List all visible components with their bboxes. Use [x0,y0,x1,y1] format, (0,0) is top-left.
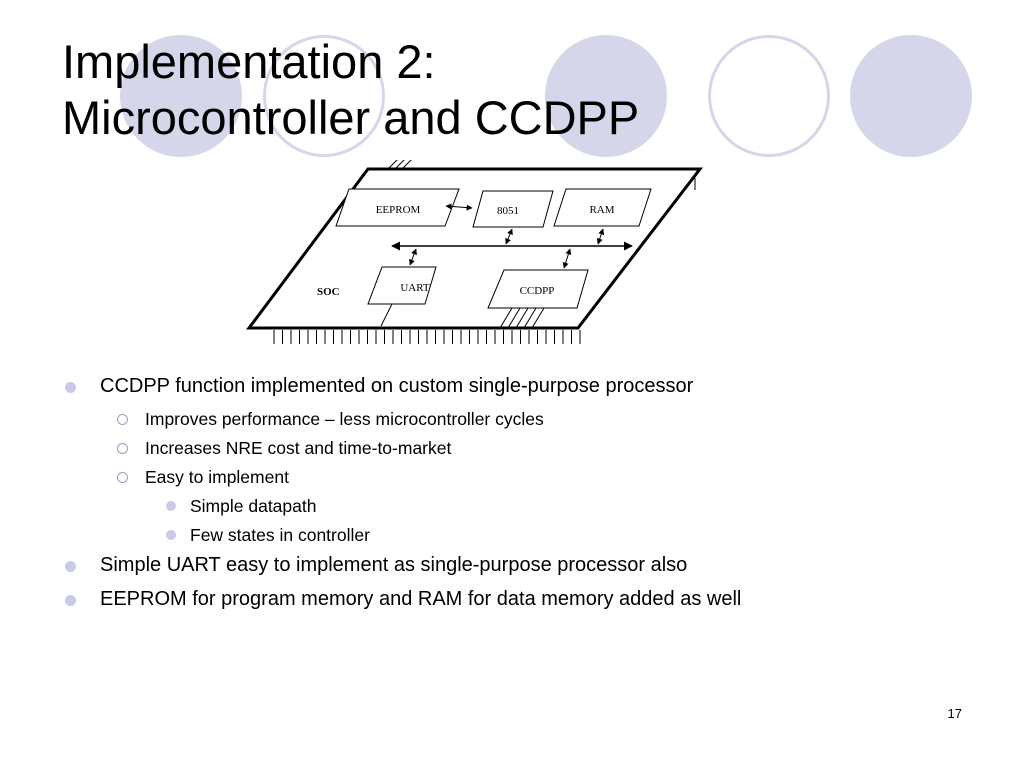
bullet-item: Simple datapath [62,495,741,517]
cpu-8051-block [472,190,554,228]
bullet-marker [65,561,76,572]
bullet-list: CCDPP function implemented on custom sin… [62,374,741,621]
bullet-text: Improves performance – less microcontrol… [145,409,544,429]
bullet-item: Few states in controller [62,524,741,546]
bullet-marker [65,595,76,606]
bullet-marker [117,414,128,425]
decor-circle [708,35,830,157]
eeprom-block [335,188,460,227]
bullet-text: Simple datapath [190,496,317,516]
ram-block [553,188,652,227]
decor-circle [120,35,242,157]
bullet-text: CCDPP function implemented on custom sin… [100,375,694,397]
page-number: 17 [947,706,962,721]
ccdpp-block [487,269,589,309]
title-line-1: Implementation 2: [62,35,436,88]
bullet-item: Easy to implement [62,466,741,488]
uart-block [367,266,437,305]
bullet-marker [166,530,176,540]
bullet-item: EEPROM for program memory and RAM for da… [62,587,741,612]
bullet-text: Easy to implement [145,467,289,487]
bullet-item: Simple UART easy to implement as single-… [62,553,741,578]
slide-title: Implementation 2: Microcontroller and CC… [62,34,639,146]
soc-diagram: EEPROM 8051 RAM UART CCDPP SOC [246,160,704,344]
decor-circle [545,35,667,157]
cpu-8051-label: 8051 [497,205,519,217]
bullet-marker [117,443,128,454]
block-connectors [380,203,605,329]
bullet-text: Increases NRE cost and time-to-market [145,438,452,458]
ram-label: RAM [589,204,614,216]
soc-label: SOC [317,286,340,298]
decor-circle [263,35,385,157]
ccdpp-label: CCDPP [520,285,555,297]
bullet-text: Few states in controller [190,525,370,545]
title-line-2: Microcontroller and CCDPP [62,91,640,144]
bullet-text: EEPROM for program memory and RAM for da… [100,588,742,610]
bullet-text: Simple UART easy to implement as single-… [100,554,688,576]
bullet-item: Improves performance – less microcontrol… [62,408,741,430]
bullet-item: Increases NRE cost and time-to-market [62,437,741,459]
decor-circle [850,35,972,157]
top-pins [387,160,696,190]
bottom-pins [273,330,581,344]
bullet-marker [65,382,76,393]
bullet-marker [166,501,176,511]
eeprom-label: EEPROM [376,204,421,216]
bullet-item: CCDPP function implemented on custom sin… [62,374,741,399]
bullet-marker [117,472,128,483]
uart-label: UART [400,282,430,294]
